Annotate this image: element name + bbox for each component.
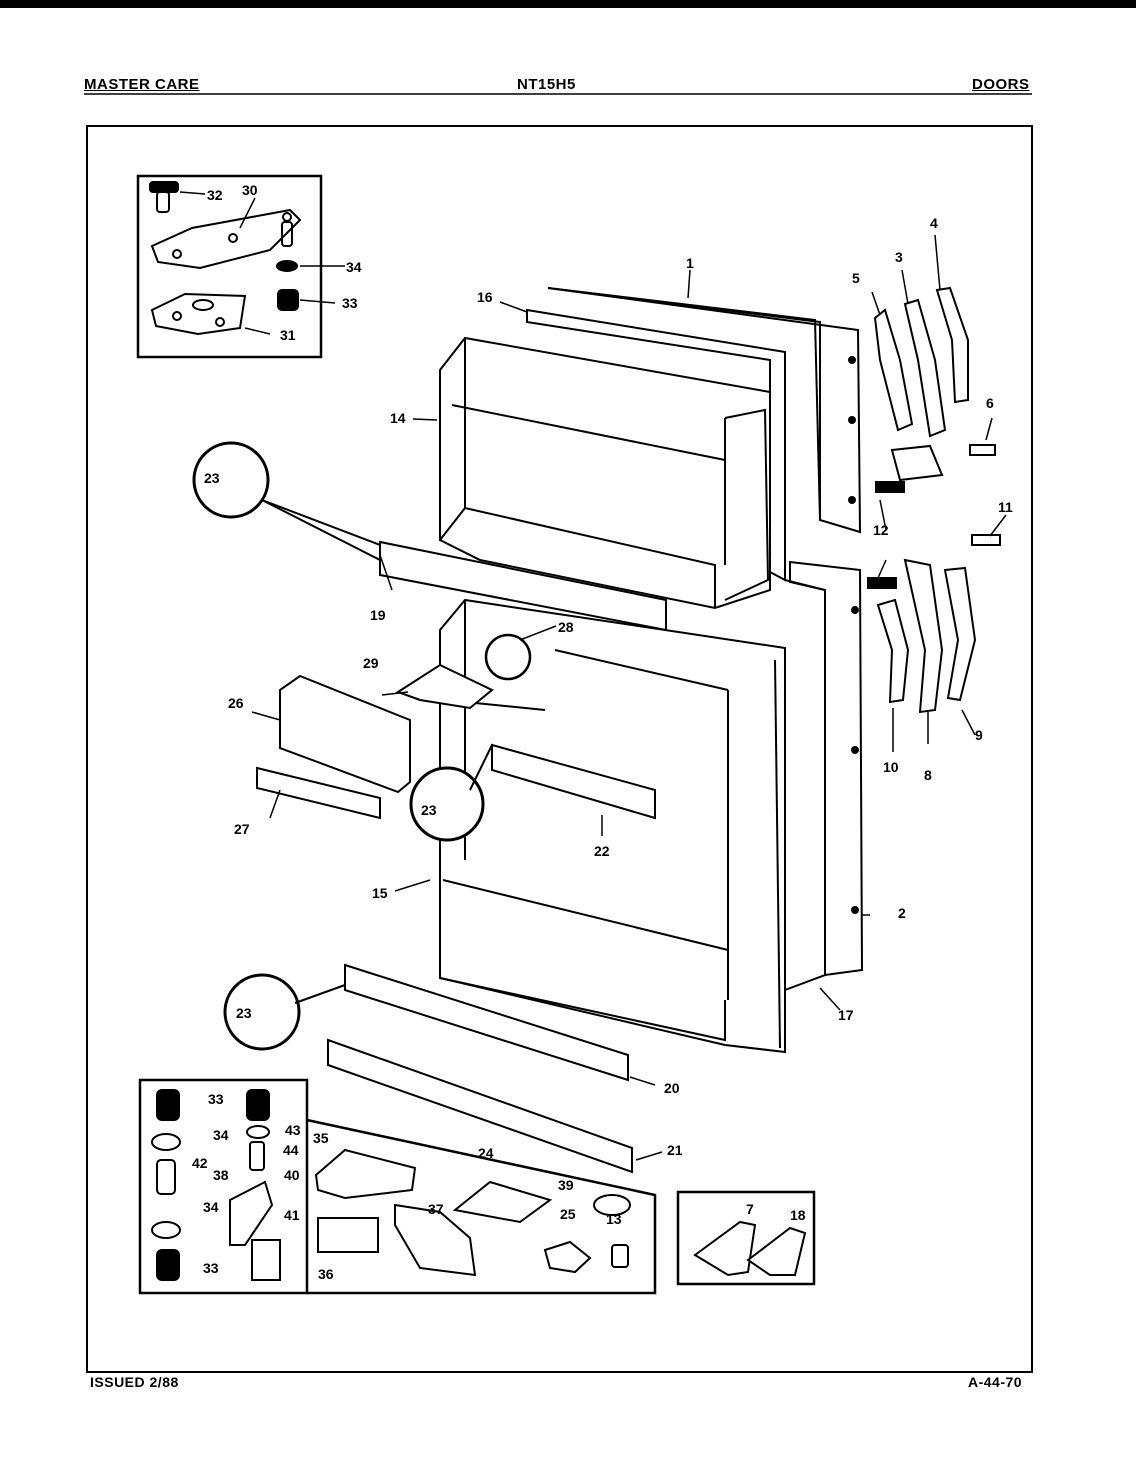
callout-label: 41 <box>284 1207 300 1223</box>
callout-label: 15 <box>372 885 388 901</box>
fresh-food-door-shell <box>784 560 864 991</box>
callout-label: 40 <box>284 1167 300 1183</box>
top-rule <box>0 0 1136 8</box>
callout-label: 3 <box>895 249 903 265</box>
callout-label: 22 <box>594 843 610 859</box>
cap-detail-middle <box>409 766 485 842</box>
callout-label: 2 <box>898 905 906 921</box>
dairy-cover <box>395 663 494 710</box>
callout-label: 33 <box>203 1260 219 1276</box>
butter-compartment <box>279 674 411 794</box>
model-label: NT15H5 <box>517 76 576 93</box>
callout-label: 23 <box>204 470 220 486</box>
diagram-frame <box>86 125 1033 1373</box>
callout-label: 38 <box>213 1167 229 1183</box>
callout-label: 23 <box>236 1005 252 1021</box>
callout-label: 43 <box>285 1122 301 1138</box>
brand-label: MASTER CARE <box>84 76 200 93</box>
door-rack-lower <box>344 963 629 1082</box>
shelf-stud-detail <box>484 633 532 681</box>
callout-label: 9 <box>975 727 983 743</box>
callout-label: 34 <box>213 1127 229 1143</box>
callout-label: 32 <box>207 187 223 203</box>
diagram-code: A-44-70 <box>968 1374 1023 1390</box>
top-hinge-inset <box>136 174 345 359</box>
butter-door-trim <box>256 766 381 820</box>
door-hinge-straps <box>867 286 1001 714</box>
callout-label: 19 <box>370 607 386 623</box>
callout-label: 8 <box>924 767 932 783</box>
callout-label: 34 <box>346 259 362 275</box>
issued-label: ISSUED 2/88 <box>90 1374 179 1390</box>
callout-label: 25 <box>560 1206 576 1222</box>
callout-label: 12 <box>873 522 889 538</box>
callout-label: 33 <box>342 295 358 311</box>
callout-label: 21 <box>667 1142 683 1158</box>
callout-label: 35 <box>313 1130 329 1146</box>
callout-label: 30 <box>242 182 258 198</box>
callout-label: 29 <box>363 655 379 671</box>
callout-label: 13 <box>606 1211 622 1227</box>
cap-detail-upper <box>192 441 270 519</box>
callout-label: 14 <box>390 410 406 426</box>
callout-label: 42 <box>192 1155 208 1171</box>
callout-label: 39 <box>558 1177 574 1193</box>
callout-label: 37 <box>428 1201 444 1217</box>
callout-label: 11 <box>998 499 1013 515</box>
freezer-door-liner <box>439 336 771 610</box>
hinge-cover-inset <box>676 1190 816 1286</box>
door-rack-bottom <box>327 1038 633 1174</box>
callout-label: 18 <box>790 1207 806 1223</box>
callout-label: 6 <box>986 395 994 411</box>
callout-label: 44 <box>283 1142 299 1158</box>
callout-label: 23 <box>421 802 437 818</box>
callout-label: 33 <box>208 1091 224 1107</box>
callout-label: 24 <box>478 1145 494 1161</box>
callout-label: 34 <box>203 1199 219 1215</box>
callout-label: 26 <box>228 695 244 711</box>
callout-label: 36 <box>318 1266 334 1282</box>
door-rack-middle <box>491 743 656 820</box>
callout-label: 27 <box>234 821 250 837</box>
callout-label: 31 <box>280 327 296 343</box>
section-label: DOORS <box>972 76 1030 93</box>
callout-label: 16 <box>477 289 493 305</box>
callout-label: 4 <box>930 215 938 231</box>
callout-label: 17 <box>838 1007 854 1023</box>
callout-label: 20 <box>664 1080 680 1096</box>
cap-detail-lower <box>223 973 301 1051</box>
fresh-food-door-liner <box>439 598 786 1054</box>
callout-label: 5 <box>852 270 860 286</box>
callout-label: 7 <box>746 1201 754 1217</box>
callout-label: 10 <box>883 759 899 775</box>
callout-label: 28 <box>558 619 574 635</box>
bottom-hinge-inset <box>138 1078 657 1295</box>
callout-label: 1 <box>686 255 694 271</box>
